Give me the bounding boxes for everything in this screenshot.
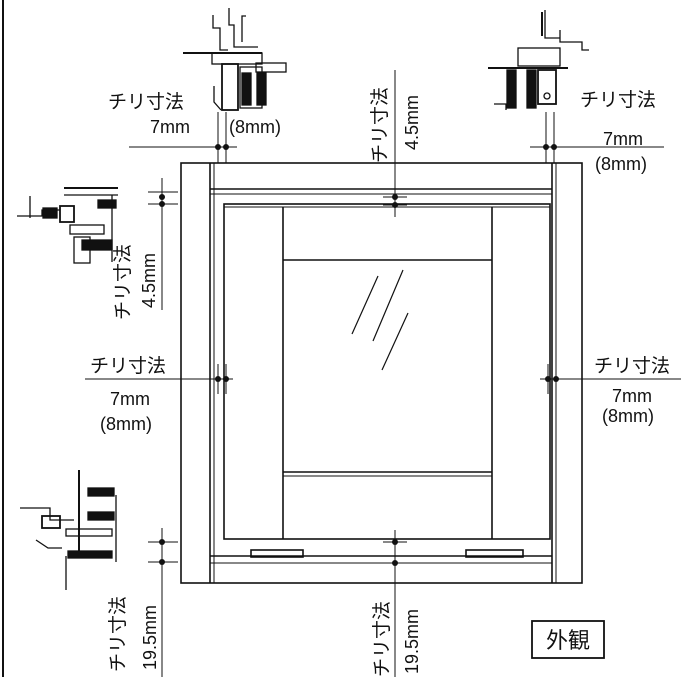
section-detail-top-left <box>183 8 287 111</box>
chiri-label-top-left: チリ寸法 <box>108 91 184 113</box>
dim-left-upper: 4.5mm <box>139 253 159 308</box>
chiri-label-top-right: チリ寸法 <box>580 89 656 111</box>
dim-top-right-side: 7mm <box>603 129 643 149</box>
dim-top-center: 4.5mm <box>402 95 422 150</box>
dim-right-middle-alt: (8mm) <box>602 406 654 426</box>
dim-top-right-alt: (8mm) <box>595 154 647 174</box>
dim-right-middle-side: 7mm <box>612 386 652 406</box>
chiri-label-top-center: チリ寸法 <box>369 87 391 163</box>
sill-block-right <box>465 549 524 558</box>
section-detail-left-upper <box>17 187 118 264</box>
sash-frame <box>223 203 551 540</box>
window-frame <box>180 162 583 584</box>
view-label-badge: 外観 <box>531 620 605 659</box>
outer-frame <box>180 162 583 584</box>
dim-left-middle-side: 7mm <box>110 389 150 409</box>
chiri-label-bottom-center: チリ寸法 <box>371 601 393 677</box>
dim-top-left-alt: (8mm) <box>229 117 281 137</box>
section-detail-left-lower <box>20 470 117 590</box>
chiri-label-left-lower: チリ寸法 <box>107 596 129 672</box>
dim-bottom-center: 19.5mm <box>402 609 422 674</box>
dim-top-left-side: 7mm <box>150 117 190 137</box>
sill-block-left <box>250 549 304 558</box>
dim-left-lower: 19.5mm <box>140 605 160 670</box>
glass-reflection-marks <box>351 269 409 371</box>
chiri-label-right-middle: チリ寸法 <box>594 355 670 377</box>
section-detail-top-right <box>488 10 589 110</box>
dimension-dots <box>159 144 559 566</box>
chiri-label-left-middle: チリ寸法 <box>90 355 166 377</box>
chiri-label-left-upper: チリ寸法 <box>112 244 134 320</box>
view-label: 外観 <box>546 628 590 653</box>
dim-left-middle-alt: (8mm) <box>100 414 152 434</box>
